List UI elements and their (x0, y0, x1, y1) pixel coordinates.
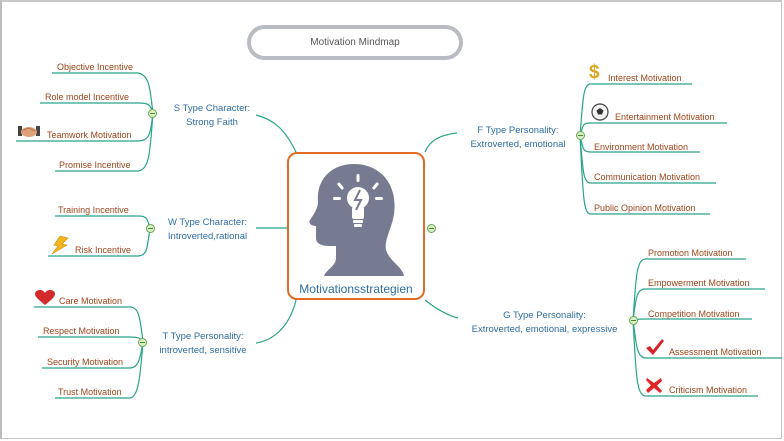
cross-icon (645, 377, 663, 394)
center-collapse-toggle[interactable] (427, 224, 436, 233)
head-lightbulb-icon (309, 164, 404, 276)
leaf-respect-motivation[interactable]: Respect Motivation (43, 326, 120, 336)
connector-center-f (424, 132, 458, 153)
leaf-teamwork-motivation[interactable]: Teamwork Motivation (47, 130, 132, 140)
central-topic-label: Motivationsstrategien (299, 282, 413, 296)
leaf-security-motivation[interactable]: Security Motivation (47, 357, 124, 367)
leaf-promotion-motivation[interactable]: Promotion Motivation (648, 248, 733, 258)
branch-w-title: W Type Character: (167, 217, 248, 228)
branch-s-subtitle: Strong Faith (186, 117, 238, 128)
leaf-public-opinion-motivation[interactable]: Public Opinion Motivation (594, 203, 696, 213)
branch-t-title: T Type Personality: (162, 331, 244, 342)
branch-g-title: G Type Personality: (503, 310, 586, 321)
leaf-objective-incentive[interactable]: Objective Incentive (57, 62, 134, 72)
branch-t-collapse-toggle[interactable] (138, 338, 147, 347)
branch-w-subtitle: Introverted,rational (167, 231, 248, 242)
leaf-competition-motivation[interactable]: Competition Motivation (648, 309, 740, 319)
branch-g-type[interactable]: G Type Personality: Extroverted, emotion… (462, 309, 627, 337)
branch-f-collapse-toggle[interactable] (576, 131, 585, 140)
branch-s-type[interactable]: S Type Character: Strong Faith (162, 102, 262, 130)
branch-s-collapse-toggle[interactable] (148, 109, 157, 118)
branch-t-type[interactable]: T Type Personality: introverted, sensiti… (153, 330, 253, 358)
leaf-communication-motivation[interactable]: Communication Motivation (594, 172, 701, 182)
central-topic[interactable]: Motivationsstrategien (287, 152, 425, 300)
leaf-role-model-incentive[interactable]: Role model Incentive (45, 92, 130, 102)
soccer-ball-icon (591, 103, 609, 121)
leaf-promise-incentive[interactable]: Promise Incentive (59, 160, 131, 170)
branch-g-collapse-toggle[interactable] (629, 316, 638, 325)
leaf-training-incentive[interactable]: Training Incentive (58, 205, 129, 215)
leaf-interest-motivation[interactable]: Interest Motivation (608, 73, 682, 83)
branch-s-title: S Type Character: (173, 103, 251, 114)
connector-center-t (255, 299, 297, 344)
leaf-environment-motivation[interactable]: Environment Motivation (594, 142, 689, 152)
leaf-entertainment-motivation[interactable]: Entertainment Motivation (615, 112, 715, 122)
branch-w-collapse-toggle[interactable] (146, 224, 155, 233)
mindmap-title[interactable]: Motivation Mindmap (247, 25, 463, 60)
checkmark-icon (645, 338, 665, 356)
branch-f-title: F Type Personality: (477, 125, 559, 136)
dollar-icon: $ (589, 62, 600, 83)
connector-center-s (255, 114, 297, 153)
branch-f-type[interactable]: F Type Personality: Extroverted, emotion… (463, 124, 573, 152)
branch-w-type[interactable]: W Type Character: Introverted,rational (160, 216, 255, 244)
leaf-risk-incentive[interactable]: Risk Incentive (75, 245, 132, 255)
leaf-empowerment-motivation[interactable]: Empowerment Motivation (648, 278, 750, 288)
leaf-criticism-motivation[interactable]: Criticism Motivation (669, 385, 748, 395)
branch-t-subtitle: introverted, sensitive (159, 345, 247, 356)
branch-g-subtitle: Extroverted, emotional, expressive (471, 324, 618, 335)
handshake-icon (18, 124, 40, 138)
lightning-icon (50, 235, 70, 255)
connector-center-g (424, 299, 459, 319)
heart-icon (35, 290, 55, 306)
branch-f-subtitle: Extroverted, emotional (470, 139, 566, 150)
leaf-care-motivation[interactable]: Care Motivation (59, 296, 123, 306)
leaf-trust-motivation[interactable]: Trust Motivation (58, 387, 122, 397)
leaf-assessment-motivation[interactable]: Assessment Motivation (669, 347, 762, 357)
